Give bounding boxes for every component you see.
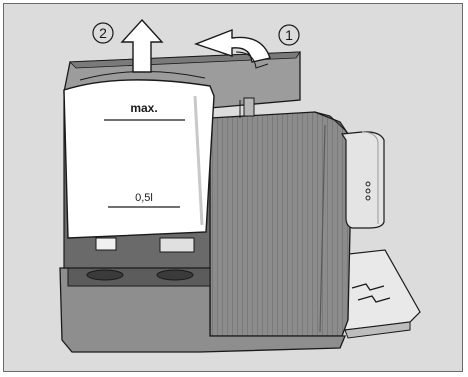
step-1-marker: 1: [279, 25, 299, 45]
step-2-number: 2: [99, 25, 107, 41]
coffee-spout: [342, 132, 384, 228]
step-2-marker: 2: [93, 23, 113, 43]
drip-tray: [340, 250, 420, 338]
max-level-label: max.: [130, 101, 157, 115]
half-litre-label: 0,5l: [135, 192, 153, 204]
machine-body: [210, 112, 352, 336]
step-1-number: 1: [285, 27, 293, 43]
water-tank: max. 0,5l: [64, 71, 214, 238]
